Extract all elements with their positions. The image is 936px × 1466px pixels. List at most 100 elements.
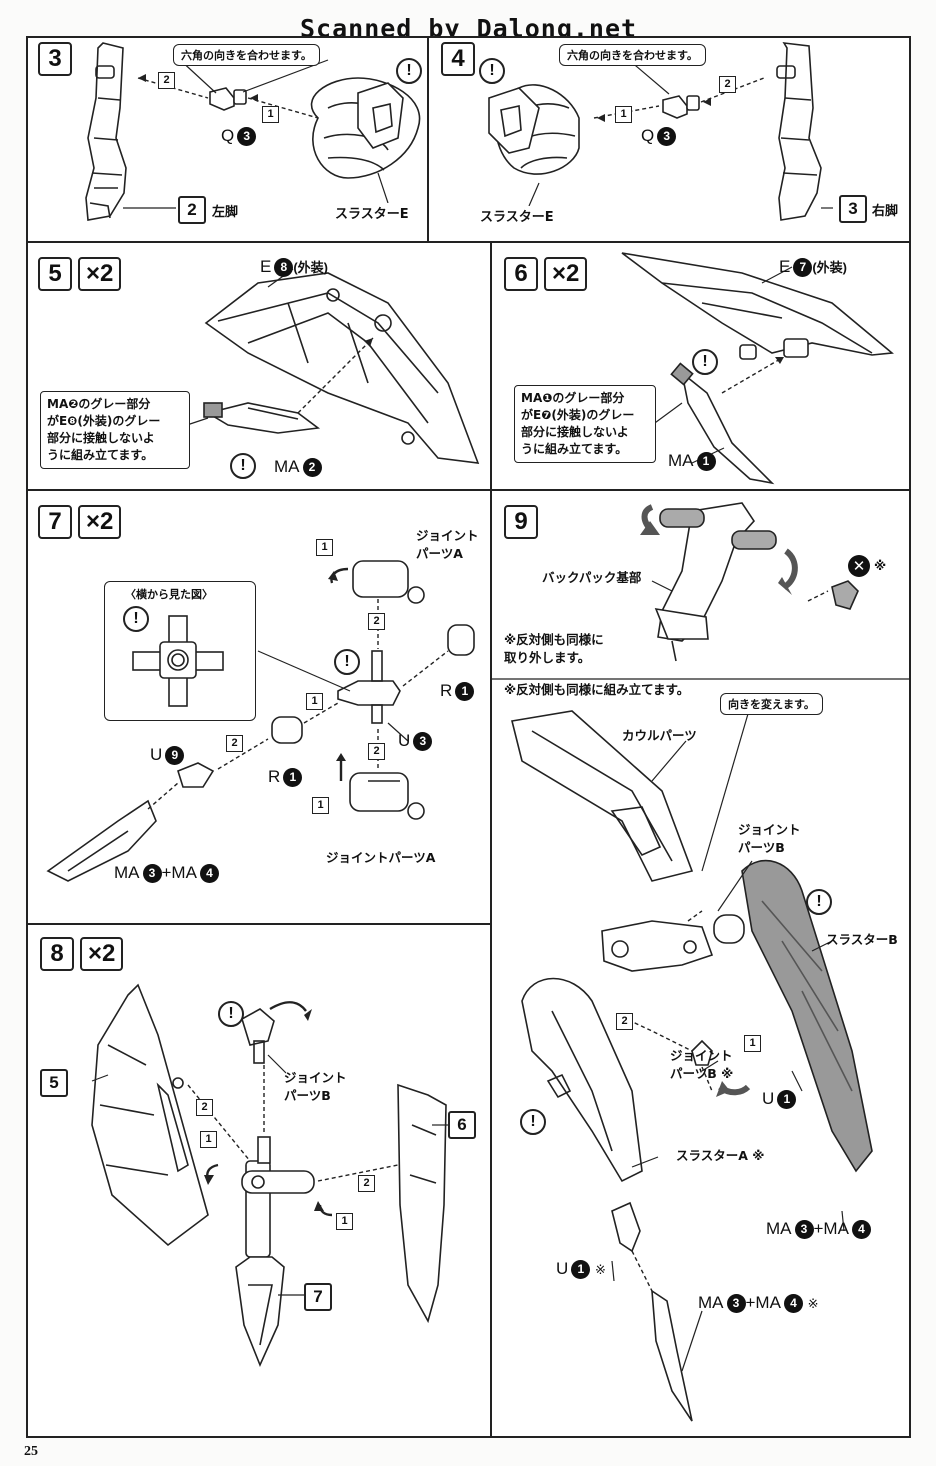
step-8-badge-2-left: 2 (196, 1099, 213, 1116)
step-8-joint-b-label: ジョイント パーツB (284, 1070, 347, 1103)
part-q-label: Q (221, 126, 235, 145)
u-label: U (556, 1259, 569, 1278)
step-4-illustration (488, 42, 833, 221)
side-view-title: 〈横から見た図〉 (125, 588, 213, 601)
step-3-thruster-e-label: スラスターE (334, 203, 410, 222)
ma-plus-label: +MA (745, 1293, 781, 1312)
e-part-number: 8 (274, 258, 294, 277)
u-number: 3 (413, 732, 433, 751)
r-number: 1 (455, 682, 475, 701)
e-part-suffix: (外装) (293, 260, 329, 275)
side-view-warning-icon: ! (123, 606, 149, 632)
ma-plus-label: +MA (813, 1219, 849, 1238)
step-3-leg-ref: 2 (178, 196, 206, 224)
step-3-step-badge-1: 1 (262, 106, 279, 123)
step-7-badge-1-top: 1 (316, 539, 333, 556)
step-9-cowl-label: カウルパーツ (622, 728, 697, 743)
step-4-warning-icon: ! (479, 58, 505, 84)
step-5-note: MA❷のグレー部分 がE❽(外装)のグレー 部分に接触しないよ うに組み立てます… (40, 391, 190, 469)
step-9-badge-1: 1 (744, 1035, 761, 1052)
step-8-illustration (91, 983, 448, 1368)
step-5-number: 5 (38, 257, 72, 291)
step-9-remove-note: ※反対側も同様に 取り外します。 (504, 632, 604, 665)
step-9-turn-tip: 向きを変えます。 (720, 693, 823, 715)
step-7-side-view-inset: 〈横から見た図〉 ! (104, 581, 256, 721)
step-8-badge-2-right: 2 (358, 1175, 375, 1192)
ma-suffix: ※ (807, 1296, 819, 1311)
step-8-badge-1-left: 1 (200, 1131, 217, 1148)
side-view-drawing (132, 615, 224, 707)
ma-number-a: 3 (794, 1220, 814, 1239)
step-9-warning-icon-left: ! (520, 1109, 546, 1135)
step-6-note: MA❶のグレー部分 がE❼(外装)のグレー 部分に接触しないよ うに組み立てます… (514, 385, 656, 463)
ma-label: MA (668, 451, 694, 470)
step-8-times: ×2 (80, 937, 124, 971)
ma-label: MA (766, 1219, 792, 1238)
ma-label: MA (698, 1293, 724, 1312)
r-label: R (268, 767, 281, 786)
step-9-illustration (492, 502, 909, 1422)
step-4-step-badge-1: 1 (615, 106, 632, 123)
e-part-number: 7 (793, 258, 813, 277)
u-number: 1 (571, 1260, 591, 1279)
step-9-x-suffix: ※ (874, 558, 887, 573)
ma-number-b: 4 (783, 1294, 803, 1313)
step-3-warning-icon: ! (396, 58, 422, 84)
ma-label: MA (274, 457, 300, 476)
step-9-assemble-note: ※反対側も同様に組み立てます。 (504, 682, 690, 697)
step-8-warning-icon: ! (218, 1001, 244, 1027)
u-label: U (762, 1089, 775, 1108)
e-part-suffix: (外装) (812, 260, 848, 275)
step-7-badge-1-mid: 1 (306, 693, 323, 710)
r-label: R (440, 681, 453, 700)
step-5-warning-icon: ! (230, 453, 256, 479)
ma-label: MA (114, 863, 140, 882)
step-6-illustration (621, 252, 894, 485)
ma-plus-label: +MA (161, 863, 197, 882)
step-4-number: 4 (441, 42, 475, 76)
step-7-badge-2-top: 2 (368, 613, 385, 630)
step-8-badge-1-right: 1 (336, 1213, 353, 1230)
step-9-badge-2: 2 (616, 1013, 633, 1030)
part-q-label: Q (641, 126, 655, 145)
step-9-thruster-a-label: スラスターA ※ (676, 1148, 765, 1163)
step-8-panel: 8 ×2 ! ジョイント パーツB 5 2 6 1 2 1 7 (26, 923, 492, 1438)
step-7-badge-1-bottom: 1 (312, 797, 329, 814)
u-number: 1 (777, 1090, 797, 1109)
e-part-label: E (260, 257, 272, 276)
step-9-remove-x-icon: ✕ (848, 555, 870, 577)
u-label: U (398, 731, 411, 750)
part-q-number: 3 (657, 127, 677, 146)
u-number: 9 (165, 746, 185, 765)
step-9-joint-b-mid-label: ジョイント パーツB ※ (670, 1048, 734, 1081)
step-7-badge-2-mid: 2 (226, 735, 243, 752)
e-part-label: E (779, 257, 791, 276)
u-suffix: ※ (595, 1262, 606, 1277)
step-7-warning-icon: ! (334, 649, 360, 675)
step-9-backpack-label: バックパック基部 (542, 570, 642, 585)
step-9-warning-icon-right: ! (806, 889, 832, 915)
step-9-number: 9 (504, 505, 538, 539)
step-8-ref-6: 6 (448, 1111, 476, 1139)
step-4-thruster-e-label: スラスターE (479, 206, 555, 225)
step-8-number: 8 (40, 937, 74, 971)
step-7-illustration (46, 560, 475, 882)
step-8-ref-7: 7 (304, 1283, 332, 1311)
